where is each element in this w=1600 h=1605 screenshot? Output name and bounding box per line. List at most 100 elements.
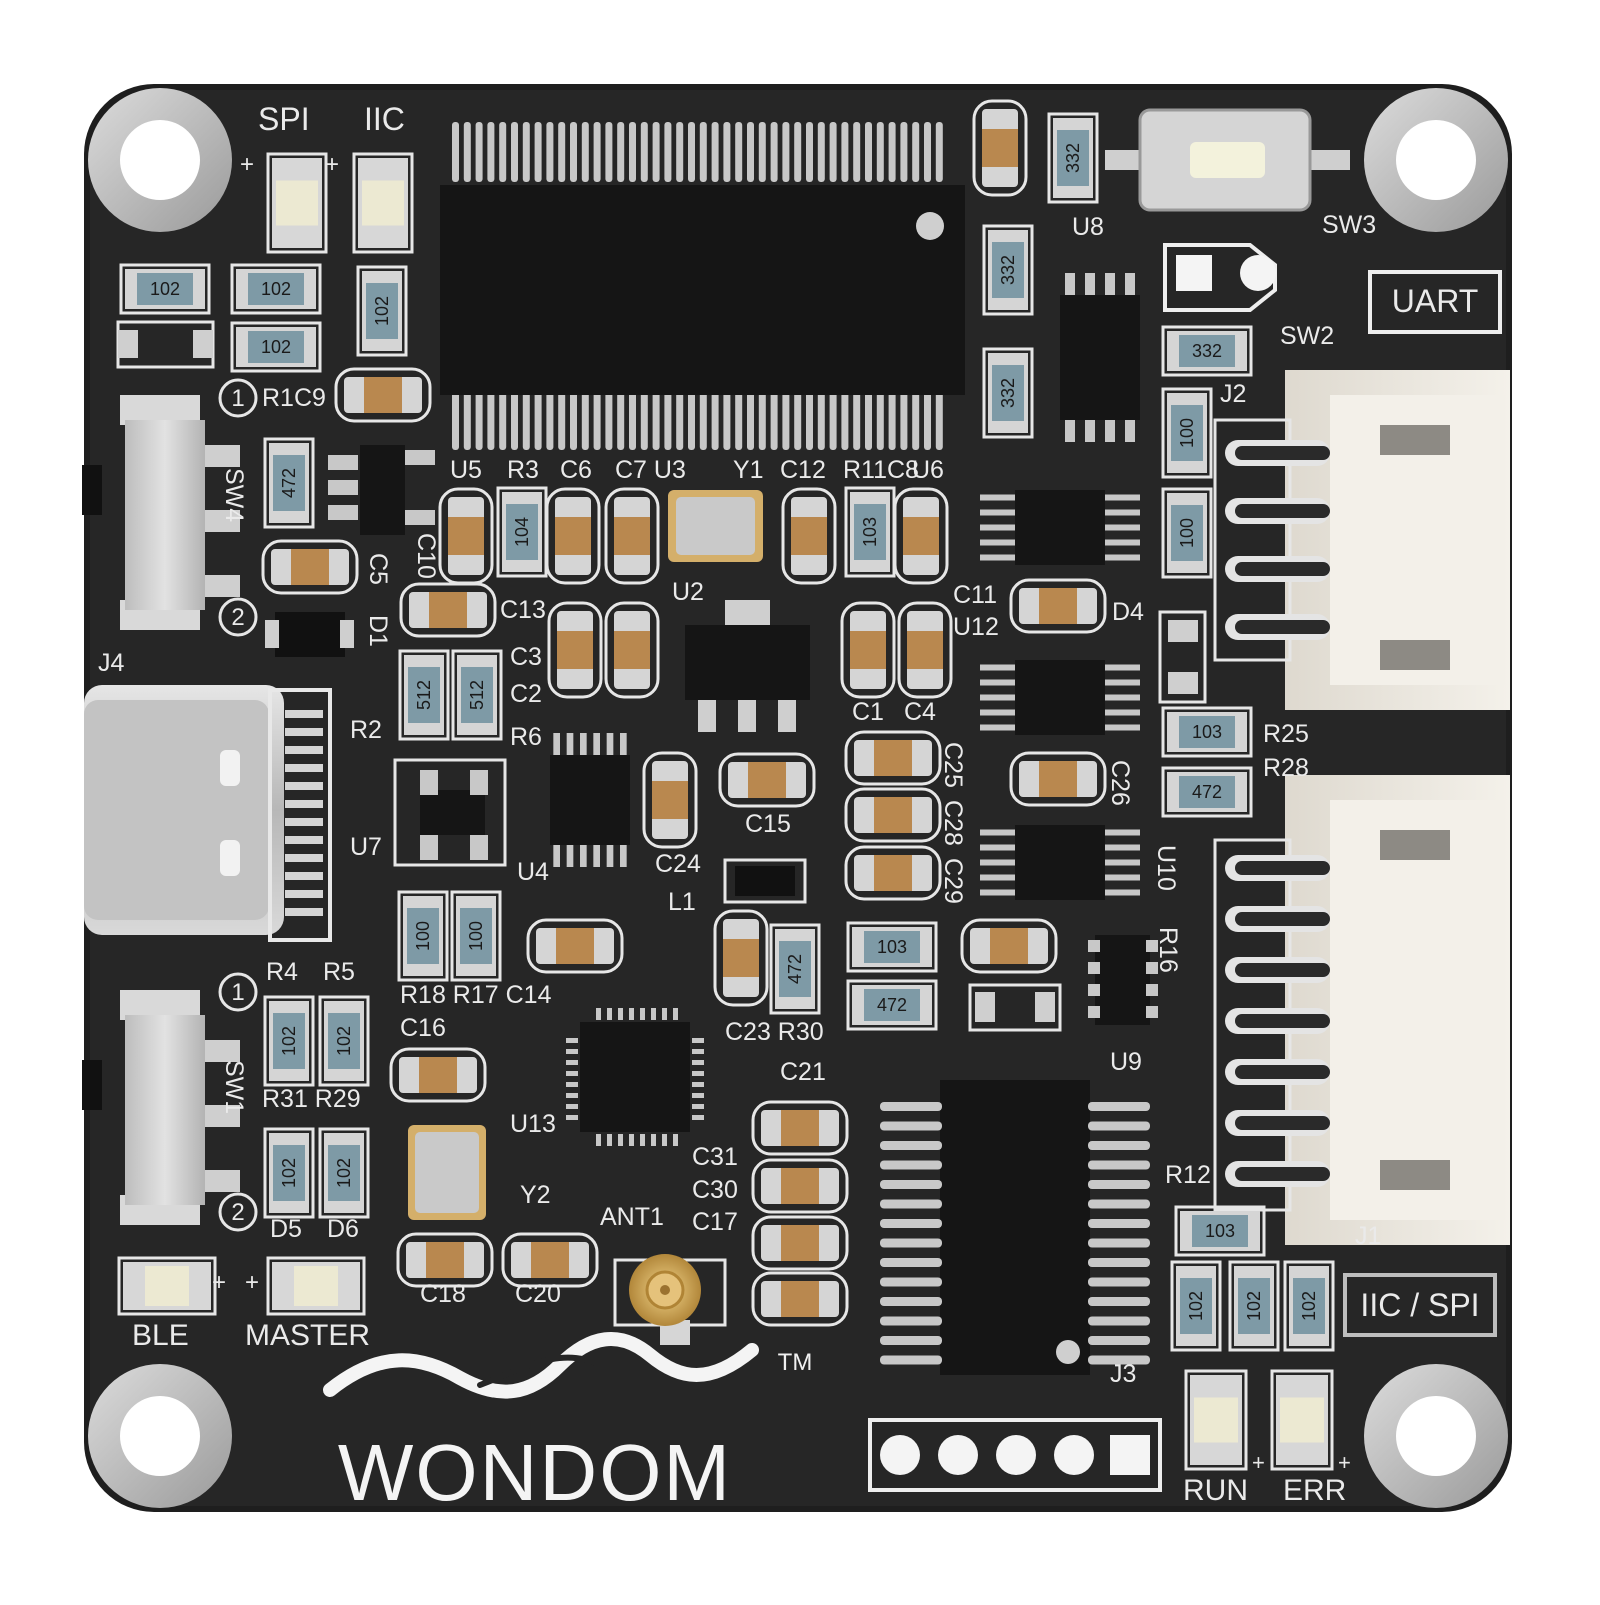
designator-u7: U7 [350,833,382,861]
designator-j3: J3 [1110,1360,1136,1388]
designator-c15: C15 [745,810,791,838]
ic-u7 [393,758,507,867]
capacitor [438,487,494,585]
label-spi: SPI [258,101,310,137]
ic-pin [617,122,625,182]
ic-pin [747,122,754,182]
ic-pin [888,122,896,182]
designator-r4: R4 [266,958,298,986]
pin-header-j3[interactable] [868,1418,1162,1492]
logo-wave-inner [477,1354,603,1388]
mounting-hole-top-right [1364,88,1508,232]
resistor-r-332-d: 332 [1161,325,1253,377]
ic-pin [487,390,495,450]
ic-pin [829,390,837,450]
resistor-code: 472 [279,468,299,498]
ic-pin [880,1258,942,1267]
ic-pin [1088,1316,1150,1326]
resistor-code: 102 [1186,1291,1206,1321]
ic-pin [888,390,896,450]
ic-pin [1088,1141,1150,1150]
ic-pin [1088,1121,1150,1131]
resistor-r-102-i: 102 [1170,1260,1222,1352]
slide-switch-sw4[interactable] [82,395,240,630]
antenna-connector-ant1[interactable] [613,1254,727,1345]
ic-pin [570,122,577,182]
plus-sign: + [1338,1450,1351,1475]
usb-pin [285,728,323,736]
ic-pin [880,1238,942,1248]
ic-pin [463,122,471,182]
designator-c7u3: C7 U3 [615,456,686,484]
ic-pin [853,122,861,182]
ic-pin [880,1121,942,1131]
designator-r28: R28 [1263,754,1309,782]
resistor-code: 100 [413,921,433,951]
designator-r6: R6 [510,723,542,751]
label-err: ERR [1283,1474,1346,1507]
resistor-r-103-b: 103 [1161,706,1253,758]
designator-u12: U12 [953,613,999,641]
ic-pin [829,122,837,182]
connector-j2[interactable] [1213,370,1510,710]
usb-pin [285,818,323,826]
resistor-code: 102 [1299,1291,1319,1321]
designator-u2: U2 [672,578,704,606]
switch-position-number: 2 [231,1199,244,1226]
ic-pin [581,122,589,182]
crystal-y2 [408,1125,486,1220]
connector-pin-gap [1235,1014,1330,1028]
capacitor [751,1100,849,1156]
resistor-r-332-a: 332 [1047,112,1099,204]
ic-pin [688,390,695,450]
ic-pin [688,122,695,182]
ic-pin [475,390,483,450]
usb-pin [285,710,323,718]
plus-sign: + [325,151,339,178]
capacitor [840,601,896,699]
designator-c21: C21 [780,1058,826,1086]
switch-position-circle [218,597,258,637]
pin1-marker [916,212,944,240]
resistor-code: 103 [1192,722,1222,742]
slide-switch-sw1[interactable] [82,990,240,1225]
capacitor [718,752,816,808]
resistor-r-100-d: 100 [450,890,502,982]
designator-r5: R5 [323,958,355,986]
designator-c25: C25 [939,742,967,788]
header-sw2[interactable] [1163,243,1277,312]
designator-r18r17c14: R18 R17 C14 [400,981,552,1009]
resistor-code: 103 [877,937,907,957]
capacitor [399,582,497,638]
designator-c13: C13 [500,596,546,624]
resistor-r-472-a: 472 [263,437,315,529]
designator-u10: U10 [1152,845,1180,891]
ic-pin [880,1297,942,1306]
designator-c29: C29 [939,858,967,904]
ic-pin [558,390,566,450]
resistor-r-102-f: 102 [318,995,370,1087]
connector-j1[interactable] [1213,775,1510,1245]
designator-r2: R2 [350,716,382,744]
tactile-button-sw3[interactable] [1105,108,1350,212]
led-iic [352,152,414,254]
connector-pin-gap [1235,963,1330,977]
resistor-r-472-c: 472 [846,979,938,1031]
capacitor [604,487,660,585]
designator-c30: C30 [692,1176,738,1204]
resistor-code: 102 [261,279,291,299]
ic-pin [853,390,861,450]
resistor-code: 102 [261,337,291,357]
designator-c16: C16 [400,1014,446,1042]
ic-pin [770,122,778,182]
ic-pin [782,122,790,182]
switch-position-number: 1 [231,979,244,1006]
connector-pin-gap [1235,446,1330,460]
led-err [1270,1369,1334,1471]
connector-pin-gap [1235,1065,1330,1079]
ic-pin [487,122,495,182]
designator-c17: C17 [692,1208,738,1236]
ic-pin [1088,1277,1150,1287]
ic-u10 [980,825,1140,900]
ic-pin [880,1180,942,1189]
